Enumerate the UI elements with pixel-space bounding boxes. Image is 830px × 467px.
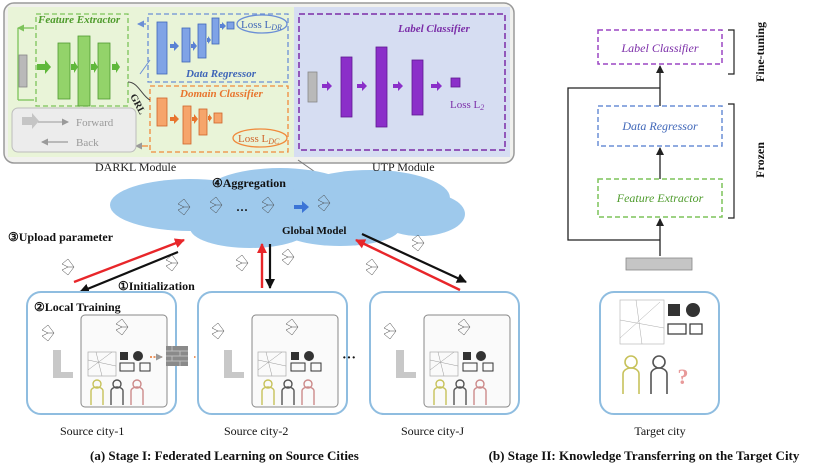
caption-b: (b) Stage II: Knowledge Transferring on … — [489, 448, 800, 463]
input-block — [18, 54, 28, 88]
dc-layer-3 — [198, 108, 208, 136]
upload-arrow-1 — [73, 238, 185, 284]
legend-box — [11, 107, 137, 153]
init-model-J — [411, 234, 425, 252]
dc-layer-2 — [182, 105, 192, 145]
dc-output — [213, 112, 223, 124]
domain-classifier-box — [149, 85, 289, 153]
caption-a: (a) Stage I: Federated Learning on Sourc… — [90, 448, 359, 463]
cloud-ellipsis: ··· — [236, 203, 248, 217]
loss-dr-ellipse — [236, 14, 288, 34]
upload-arrow-J — [355, 238, 461, 292]
dr-layer-2 — [181, 27, 191, 63]
fine-tuning-bracket — [728, 29, 735, 75]
loss-dr-label: Loss LDR — [241, 19, 282, 32]
utp-lc-title: Label Classifier — [397, 23, 471, 35]
fine-tuning-label: Fine-tuning — [753, 22, 767, 82]
city-label-2: Source city-2 — [224, 424, 288, 438]
upload-model-1 — [61, 258, 75, 276]
target-city-label: Target city — [634, 424, 685, 438]
grl-connector — [127, 81, 151, 101]
utp-loss-label: Loss L2 — [450, 99, 484, 112]
loss-dc-label: Loss LDC — [238, 133, 280, 146]
fe-layer-1 — [57, 42, 71, 100]
frozen-label: Frozen — [753, 142, 767, 178]
upload-model-2 — [235, 254, 249, 272]
legend-back-label: Back — [76, 137, 99, 149]
question-mark: ? — [678, 364, 689, 389]
upload-model-J — [365, 258, 379, 276]
feature-extractor-box — [35, 13, 129, 107]
s2-label-classifier-box — [597, 29, 723, 65]
init-model-2 — [281, 248, 295, 266]
fe-layer-3 — [97, 42, 111, 100]
utp-layer-2 — [375, 46, 388, 128]
dr-output — [226, 21, 235, 30]
upload-parameter-label: ③Upload parameter — [8, 230, 114, 244]
utp-box — [298, 13, 506, 151]
dr-layer-4 — [211, 17, 220, 45]
city-label-J: Source city-J — [401, 424, 464, 438]
utp-output — [450, 77, 461, 88]
s2-lc-label: Label Classifier — [620, 41, 698, 55]
source-city-2 — [197, 291, 348, 415]
darkl-module-label: DARKL Module — [95, 160, 176, 174]
dc-title: Domain Classifier — [179, 88, 264, 100]
s2-feature-extractor-box — [597, 178, 723, 218]
utp-background — [294, 7, 510, 157]
dc-layer-1 — [156, 97, 168, 127]
legend-forward-label: Forward — [76, 117, 114, 129]
utp-module-label: UTP Module — [372, 160, 435, 174]
init-arrow-J — [361, 233, 467, 283]
utp-layer-3 — [411, 59, 424, 116]
init-arrow-1 — [79, 250, 179, 294]
city-label-1: Source city-1 — [60, 424, 124, 438]
aggregate-arrow — [294, 201, 309, 213]
cities-ellipsis: ··· — [342, 351, 356, 366]
target-city-box — [599, 291, 720, 415]
source-city-1 — [26, 291, 177, 415]
utp-input — [307, 71, 318, 103]
aggregation-label: ④Aggregation — [212, 176, 286, 190]
s2-dr-label: Data Regressor — [621, 119, 698, 133]
source-city-J — [369, 291, 520, 415]
fe-title: Feature Extractor — [37, 14, 121, 26]
dr-layer-3 — [197, 23, 207, 59]
s2-input-block — [625, 257, 693, 271]
init-model-1 — [165, 254, 179, 272]
global-model-label: Global Model — [282, 225, 346, 237]
s2-skip-connection — [567, 87, 660, 241]
dr-layer-1 — [156, 21, 168, 75]
initialization-label: ①Initialization — [118, 279, 195, 293]
utp-layer-1 — [340, 56, 353, 118]
local-training-label: ②Local Training — [34, 300, 121, 314]
s2-data-regressor-box — [597, 105, 723, 147]
fe-arrow-1 — [37, 60, 51, 74]
dr-title: Data Regressor — [185, 68, 257, 80]
aggregation-cloud — [110, 168, 465, 248]
s2-fe-label: Feature Extractor — [616, 191, 704, 205]
loss-dc-ellipse — [232, 128, 288, 148]
frozen-bracket — [728, 103, 735, 219]
fe-layer-2 — [77, 35, 91, 107]
